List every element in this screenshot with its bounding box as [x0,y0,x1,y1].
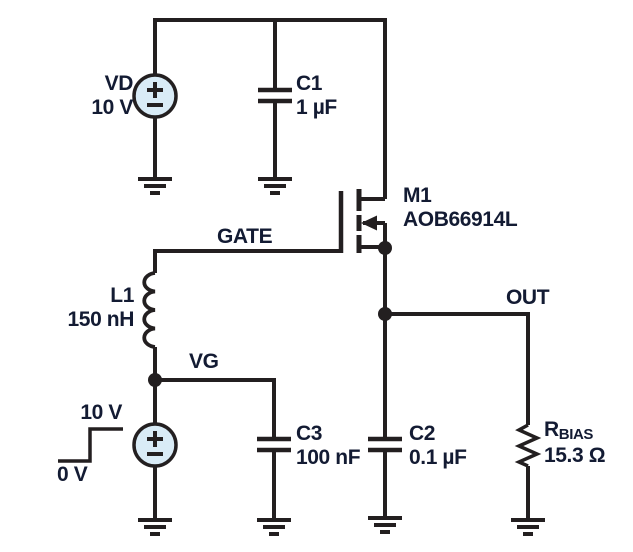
step-high-label: 10 V [80,401,122,424]
ground-symbol-c1 [258,177,292,195]
gate-net-label: GATE [217,225,273,248]
rbias-ref: R [544,418,559,441]
c3-value: 100 nF [296,446,361,469]
vg-net-label: VG [189,350,219,373]
out-net-label: OUT [506,286,550,309]
ground-symbol-c3 [257,518,291,536]
c1-ref: C1 [296,72,323,95]
rbias-ref-line: RBIAS [544,418,605,444]
m1-part: AOB66914L [403,208,518,231]
step-waveform-icon [58,427,123,463]
rbias-resistor-symbol [514,423,542,468]
c3-ref: C3 [296,422,323,445]
c1-label: C1 1 µF [296,72,337,120]
rbias-ref-subscript: BIAS [558,426,594,443]
vd-value: 10 V [91,96,133,119]
c2-label: C2 0.1 µF [409,422,467,470]
l1-value: 150 nH [67,308,135,331]
vd-source-symbol [132,73,178,179]
step-low-label: 0 V [57,463,88,486]
wire-top-rail [153,18,387,199]
c3-capacitor-symbol [257,436,291,520]
vg-source-symbol [132,380,178,520]
m1-label: M1 AOB66914L [403,184,518,232]
ground-symbol-vg [138,518,172,536]
c2-value: 0.1 µF [409,446,467,469]
c2-capacitor-symbol [368,436,402,518]
wire-vg [155,378,276,437]
mosfet-symbol [338,189,387,253]
vd-label: VD 10 V [91,72,133,120]
c3-label: C3 100 nF [296,422,361,470]
ground-symbol-vd [138,177,172,195]
c1-capacitor-symbol [258,87,292,179]
rbias-label: RBIAS 15.3 Ω [544,418,606,468]
m1-ref: M1 [403,184,432,207]
vd-ref: VD [104,72,134,95]
rbias-value: 15.3 Ω [544,444,606,467]
c2-ref: C2 [409,422,436,445]
ground-symbol-rbias [511,518,545,536]
mosfet-arrow [361,215,377,231]
l1-label: L1 150 nH [67,284,135,332]
c1-value: 1 µF [296,96,337,119]
wire-gate [153,249,339,273]
l1-ref: L1 [110,284,134,307]
inductor-symbol [142,271,157,380]
ground-symbol-c2 [368,516,402,534]
wire-out [385,312,530,425]
